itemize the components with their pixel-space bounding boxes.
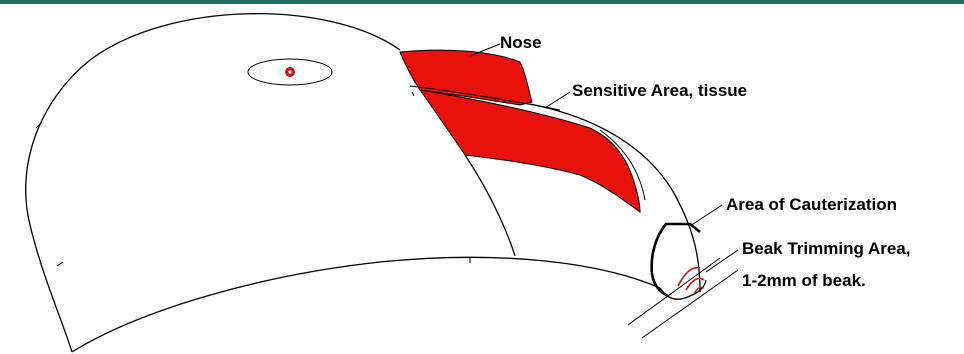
trimming-leader-line xyxy=(706,250,738,272)
upper-beak-inner-curve xyxy=(465,155,515,256)
cauterization-label: Area of Cauterization xyxy=(726,195,897,214)
nose-region xyxy=(400,50,532,105)
lower-jaw-outline xyxy=(72,257,660,352)
sensitive-area-leader-line xyxy=(545,92,570,108)
sensitive-area-region xyxy=(420,90,640,212)
trimming-mark-1 xyxy=(678,268,700,286)
eye-pupil-center xyxy=(288,70,291,73)
cauterization-leader-line xyxy=(690,205,722,226)
head-outline-tick xyxy=(57,262,63,266)
sensitive-area-label: Sensitive Area, tissue xyxy=(572,81,747,100)
head-outline xyxy=(26,14,400,352)
trimming-area-label-line2: 1-2mm of beak. xyxy=(742,271,866,290)
nose-label: Nose xyxy=(500,33,542,52)
trimming-area-label-line1: Beak Trimming Area, xyxy=(742,239,911,258)
nose-edge-detail xyxy=(412,92,414,96)
